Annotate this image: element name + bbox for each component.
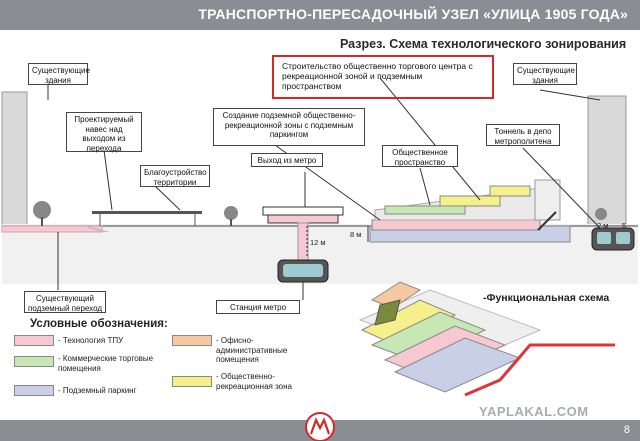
tree-left: [33, 201, 51, 219]
legend-title: Условные обозначения:: [30, 318, 168, 330]
existing-building-left: [1, 91, 28, 228]
legend-label-recreation: - Общественно-рекреационная зона: [216, 372, 292, 391]
functional-title: -Функциональная схема: [483, 292, 610, 304]
label-landscaping: Благоустройство территории: [140, 165, 210, 187]
underpass-shape: [1, 225, 103, 233]
label-station: Станция метро: [216, 300, 300, 314]
functional-route: [464, 343, 615, 397]
legend-swatch-commercial: [14, 356, 54, 367]
dim-5: 5: [622, 221, 627, 230]
legend-swatch-tpu: [14, 335, 54, 346]
label-underpass: Существующий подземный переход: [24, 291, 106, 313]
section-title: Разрез. Схема технологического зонирован…: [340, 37, 627, 51]
dim-2m: 2 м: [597, 221, 609, 230]
label-canopy: Проектируемый навес над выходом из перех…: [66, 112, 142, 153]
legend-label-tpu: - Технология ТПУ: [58, 336, 124, 345]
canopy-shape: [92, 211, 202, 214]
legend-swatch-parking: [14, 385, 54, 396]
header-title: ТРАНСПОРТНО-ПЕРЕСАДОЧНЫЙ УЗЕЛ «УЛИЦА 190…: [198, 6, 628, 22]
legend-label-commercial: - Коммерческие торговые помещения: [58, 354, 154, 373]
header-bar: ТРАНСПОРТНО-ПЕРЕСАДОЧНЫЙ УЗЕЛ «УЛИЦА 190…: [0, 0, 640, 30]
dim-8m: 8 м: [350, 230, 362, 239]
label-tunnel: Тоннель в депо метрополитена: [486, 124, 560, 146]
tree-mid: [224, 206, 238, 220]
legend-swatch-recreation: [172, 376, 212, 387]
label-existing-left: Существующие здания: [28, 63, 90, 85]
metro-exit-shape: [262, 206, 344, 216]
label-parking: Создание подземной общественно-рекреацио…: [213, 108, 365, 146]
existing-building-right: [587, 95, 627, 227]
label-metro-exit: Выход из метро: [251, 153, 323, 167]
legend-label-parking: - Подземный паркинг: [58, 386, 137, 395]
tree-right: [595, 208, 607, 220]
legend-label-office: - Офисно-административные помещения: [216, 336, 288, 364]
page-number: 8: [623, 424, 630, 436]
dim-12m: 12 м: [310, 238, 326, 247]
highlight-callout: Строительство общественно торгового цент…: [272, 55, 494, 99]
watermark: YAPLAKAL.COM: [479, 404, 589, 419]
label-existing-right: Существующие здания: [513, 63, 577, 85]
legend-swatch-office: [172, 335, 212, 346]
label-public-space: Общественное пространство: [382, 145, 458, 167]
